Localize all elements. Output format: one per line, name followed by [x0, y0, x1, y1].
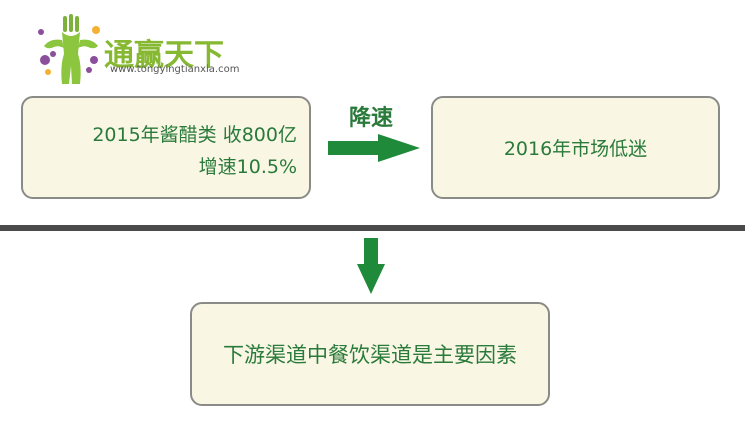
arrow-label-decelerate: 降速 — [348, 106, 393, 131]
brand-logo: 通赢天下 www.tongyingtianxia.com — [36, 14, 246, 86]
box-2015-sales-line1: 2015年酱醋类 收800亿 — [92, 124, 297, 146]
logo-url: www.tongyingtianxia.com — [110, 64, 240, 75]
box-2016-market-text: 2016年市场低迷 — [503, 138, 648, 160]
right-arrow-icon — [328, 134, 420, 162]
down-arrow-icon — [357, 238, 385, 294]
box-2015-sales-line2: 增速10.5% — [198, 156, 297, 178]
box-2016-market: 2016年市场低迷 — [431, 96, 720, 199]
fork-figure-logo-icon — [38, 14, 100, 84]
logo-name: 通赢天下 — [104, 38, 224, 73]
box-2015-sales: 2015年酱醋类 收800亿 增速10.5% — [21, 96, 311, 199]
box-main-factor-text: 下游渠道中餐饮渠道是主要因素 — [223, 343, 517, 367]
box-main-factor: 下游渠道中餐饮渠道是主要因素 — [190, 302, 550, 406]
section-divider — [0, 225, 745, 231]
